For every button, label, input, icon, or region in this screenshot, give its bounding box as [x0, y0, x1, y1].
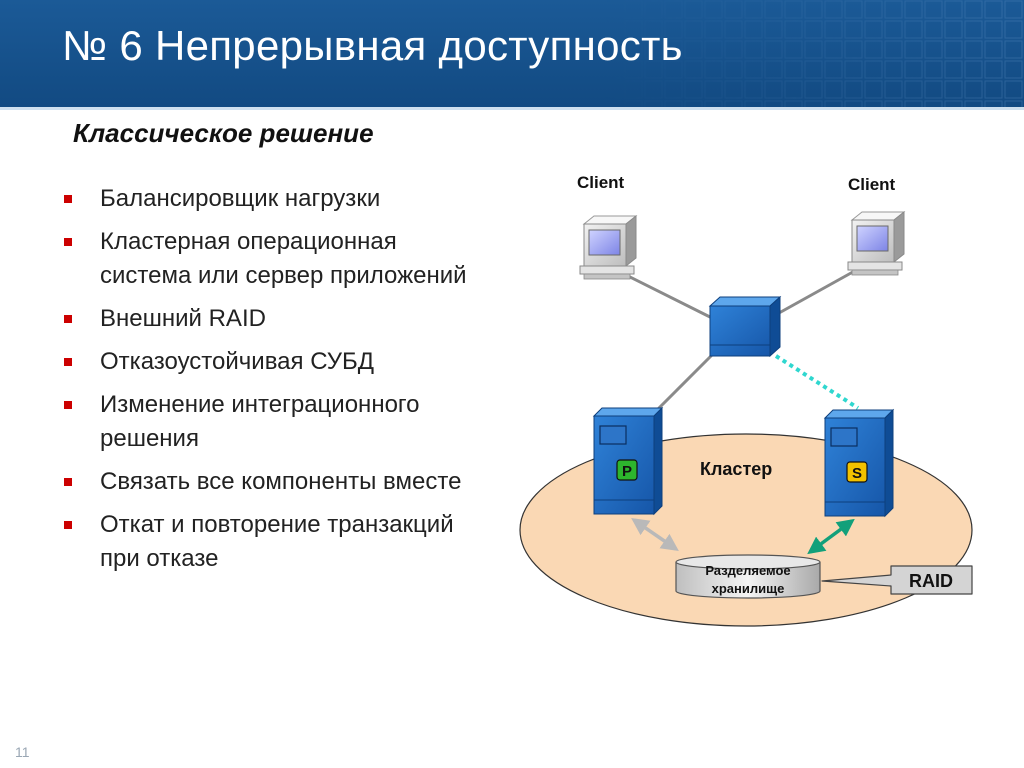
primary-badge-label: P [622, 463, 632, 480]
slide-subtitle: Классическое решение [73, 118, 374, 148]
bullet-item: Балансировщик нагрузки [62, 182, 492, 216]
raid-label: RAID [909, 571, 953, 591]
slide-header: № 6 Непрерывная доступность [0, 0, 1024, 107]
secondary-badge-label: S [852, 465, 862, 482]
link-switch-primary [650, 350, 717, 417]
shared-storage-icon [675, 554, 821, 599]
primary-badge: P [616, 459, 638, 481]
page-number: 11 [15, 744, 30, 760]
secondary-badge: S [846, 461, 868, 483]
bullet-item: Отказоустойчивая СУБД [62, 345, 492, 379]
raid-callout: RAID [821, 565, 973, 595]
header-pattern [604, 0, 1024, 107]
client-left-label: Client [577, 173, 625, 192]
cluster-label: Кластер [700, 459, 772, 479]
primary-storage-link [631, 518, 679, 551]
client-right-label: Client [848, 175, 896, 194]
heartbeat-link [774, 354, 860, 410]
secondary-storage-link [807, 518, 855, 555]
load-balancer-switch-icon [708, 295, 782, 358]
bullet-item: Внешний RAID [62, 302, 492, 336]
page-title: № 6 Непрерывная доступность [62, 22, 683, 69]
storage-label-line1: Разделяемое [705, 563, 790, 578]
bullet-item: Изменение интеграционного решения [62, 388, 492, 456]
bullet-item: Откат и повторение транзакций при отказе [62, 508, 492, 576]
bullet-list: Балансировщик нагрузки Кластерная операц… [62, 182, 492, 585]
link-client-right-switch [769, 266, 861, 320]
storage-label-line2: хранилище [712, 581, 785, 596]
client-right-computer-icon [847, 210, 906, 276]
bullet-item: Кластерная операционная система или серв… [62, 225, 492, 293]
client-left-computer-icon [579, 214, 638, 280]
bullet-item: Связать все компоненты вместе [62, 465, 492, 499]
header-divider [0, 107, 1024, 110]
